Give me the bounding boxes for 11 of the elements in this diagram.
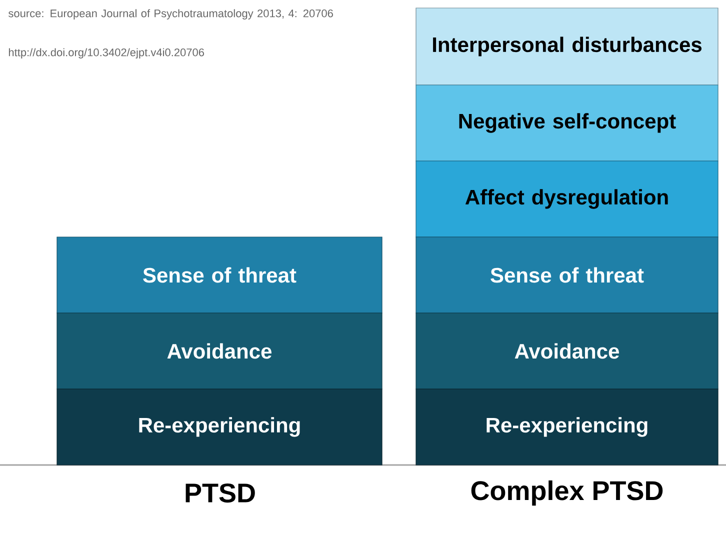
stack-block: Affect dysregulation	[416, 160, 718, 238]
source-note: source: European Journal of Psychotraumatology 2013, 4: 20706	[8, 9, 333, 20]
stack-block: Avoidance	[416, 312, 718, 390]
stack-block: Avoidance	[56, 312, 382, 390]
stack-block: Sense of threat	[416, 236, 718, 314]
stack-block: Re-experiencing	[56, 388, 382, 466]
stack-block: Sense of threat	[56, 236, 382, 314]
stack-block: Negative self-concept	[416, 84, 718, 162]
stack-block: Re-experiencing	[416, 388, 718, 466]
source-link: http://dx.doi.org/10.3402/ejpt.v4i0.20706	[8, 48, 204, 58]
stack-block: Interpersonal disturbances	[416, 8, 718, 86]
